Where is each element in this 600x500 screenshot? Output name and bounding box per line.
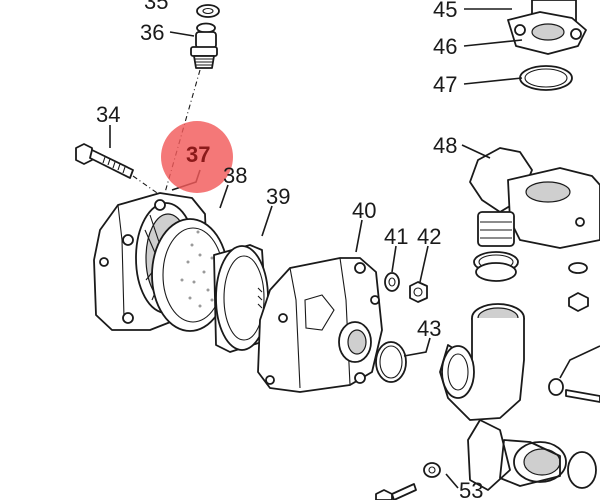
part-45-manifold bbox=[507, 0, 587, 55]
part-label-45: 45 bbox=[433, 0, 457, 22]
part-label-34: 34 bbox=[96, 102, 120, 127]
part-label-36: 36 bbox=[140, 20, 164, 45]
part-label-35: 35 bbox=[144, 0, 168, 14]
part-label-43: 43 bbox=[417, 316, 441, 341]
part-label-46: 46 bbox=[433, 34, 457, 59]
part-35-washer bbox=[196, 4, 220, 18]
part-41-washer bbox=[384, 272, 400, 292]
part-34-bolt bbox=[75, 143, 134, 179]
part-label-48: 48 bbox=[433, 133, 457, 158]
part-39-diaphragm-disk bbox=[213, 244, 269, 353]
lower-manifold bbox=[439, 303, 597, 491]
part-36-valve bbox=[190, 22, 218, 69]
right-side-hardware bbox=[548, 262, 600, 403]
part-42-nut bbox=[409, 281, 428, 303]
part-label-38: 38 bbox=[223, 163, 247, 188]
part-48-manifold-tee bbox=[469, 147, 600, 282]
part-label-42: 42 bbox=[417, 224, 441, 249]
part-label-41: 41 bbox=[384, 224, 408, 249]
part-label-40: 40 bbox=[352, 198, 376, 223]
part-47-o-ring bbox=[519, 65, 573, 91]
part-label-39: 39 bbox=[266, 184, 290, 209]
part-40-air-cover bbox=[257, 257, 383, 393]
part-label-53: 53 bbox=[459, 478, 483, 500]
part-label-37: 37 bbox=[186, 142, 210, 167]
leader-lines bbox=[109, 8, 600, 489]
part-43-o-ring bbox=[375, 341, 407, 383]
part-53-hardware bbox=[375, 462, 441, 500]
part-label-47: 47 bbox=[433, 72, 457, 97]
assembly-axis-34 bbox=[132, 175, 161, 196]
highlight-marker-37 bbox=[161, 121, 233, 193]
